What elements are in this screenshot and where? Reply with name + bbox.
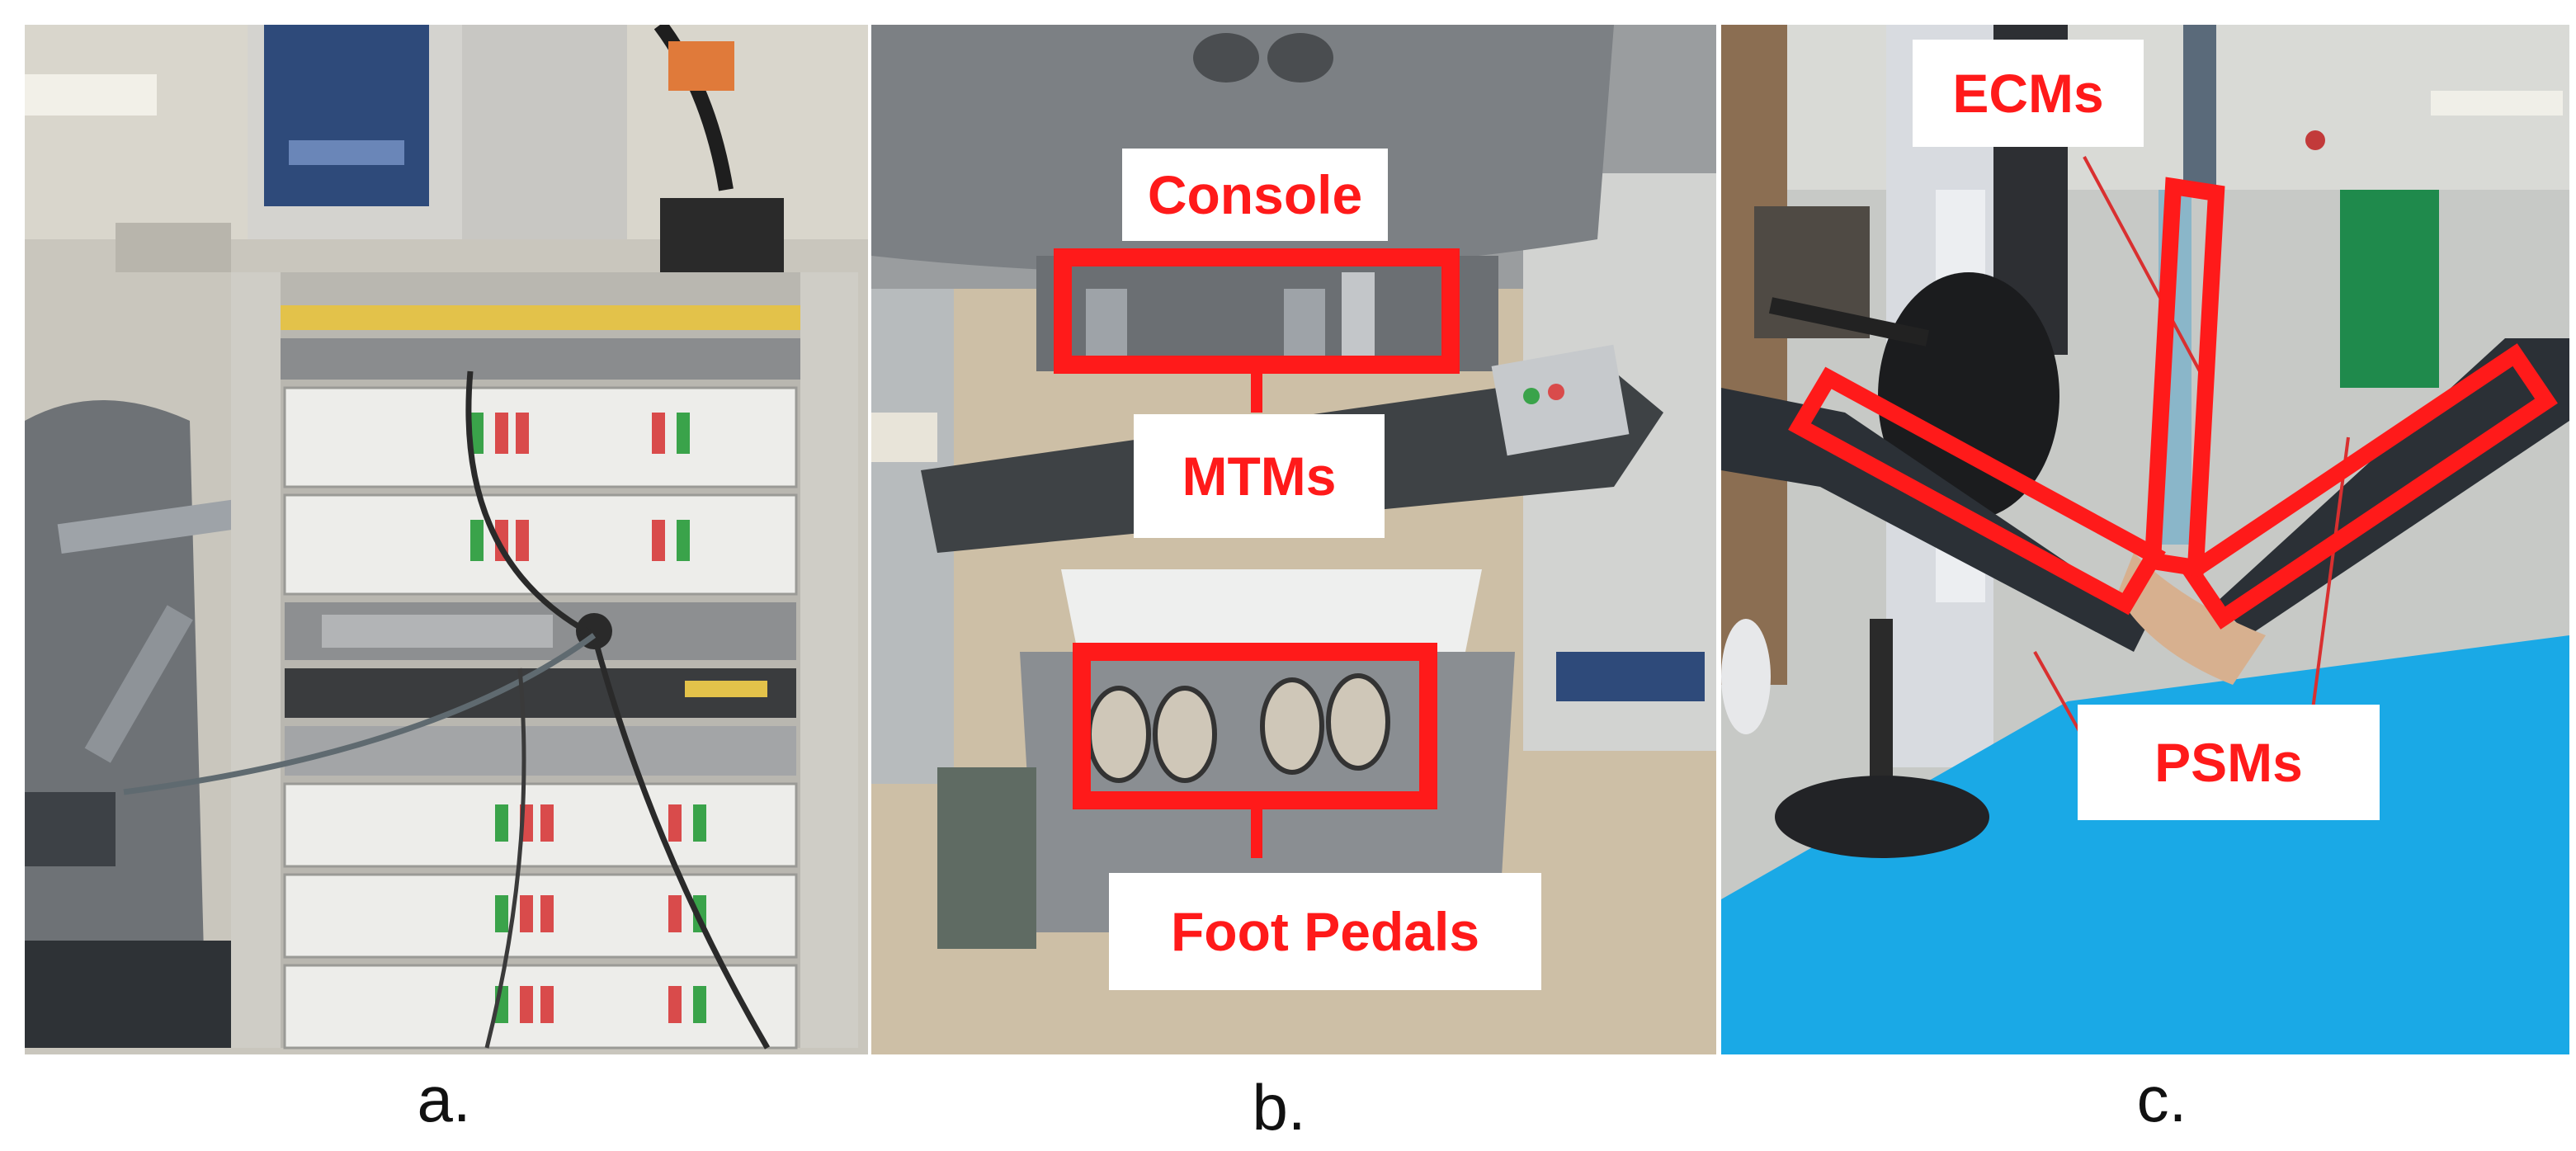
foot-pedals — [1087, 673, 1390, 783]
panel-a-photo — [25, 25, 868, 1054]
panel-label-b: b. — [1252, 1071, 1306, 1144]
ceiling-light — [25, 74, 157, 116]
panel-b-photo: Console MTMs Foot Pedals — [871, 25, 1716, 1054]
panel-label-c: c. — [2136, 1063, 2187, 1135]
console-callout: Console — [1122, 149, 1388, 241]
patient-cart-scene — [1721, 25, 2569, 1054]
cable — [465, 370, 771, 1050]
mtms-callout: MTMs — [1134, 414, 1385, 538]
panel-c-photo: ECMs PSMs — [1721, 25, 2569, 1054]
control-rack-scene — [25, 25, 868, 1054]
amplifier-units-lower — [283, 782, 798, 1050]
lamp-base — [1775, 776, 1989, 858]
psms-callout: PSMs — [2078, 705, 2380, 820]
ecms-callout: ECMs — [1913, 40, 2144, 147]
foot-pedals-callout: Foot Pedals — [1109, 873, 1541, 990]
amplifier-units-upper — [283, 386, 798, 596]
panel-label-a: a. — [417, 1063, 471, 1135]
monitor-screen — [264, 25, 429, 206]
ecm-highlight-box — [2144, 177, 2225, 578]
